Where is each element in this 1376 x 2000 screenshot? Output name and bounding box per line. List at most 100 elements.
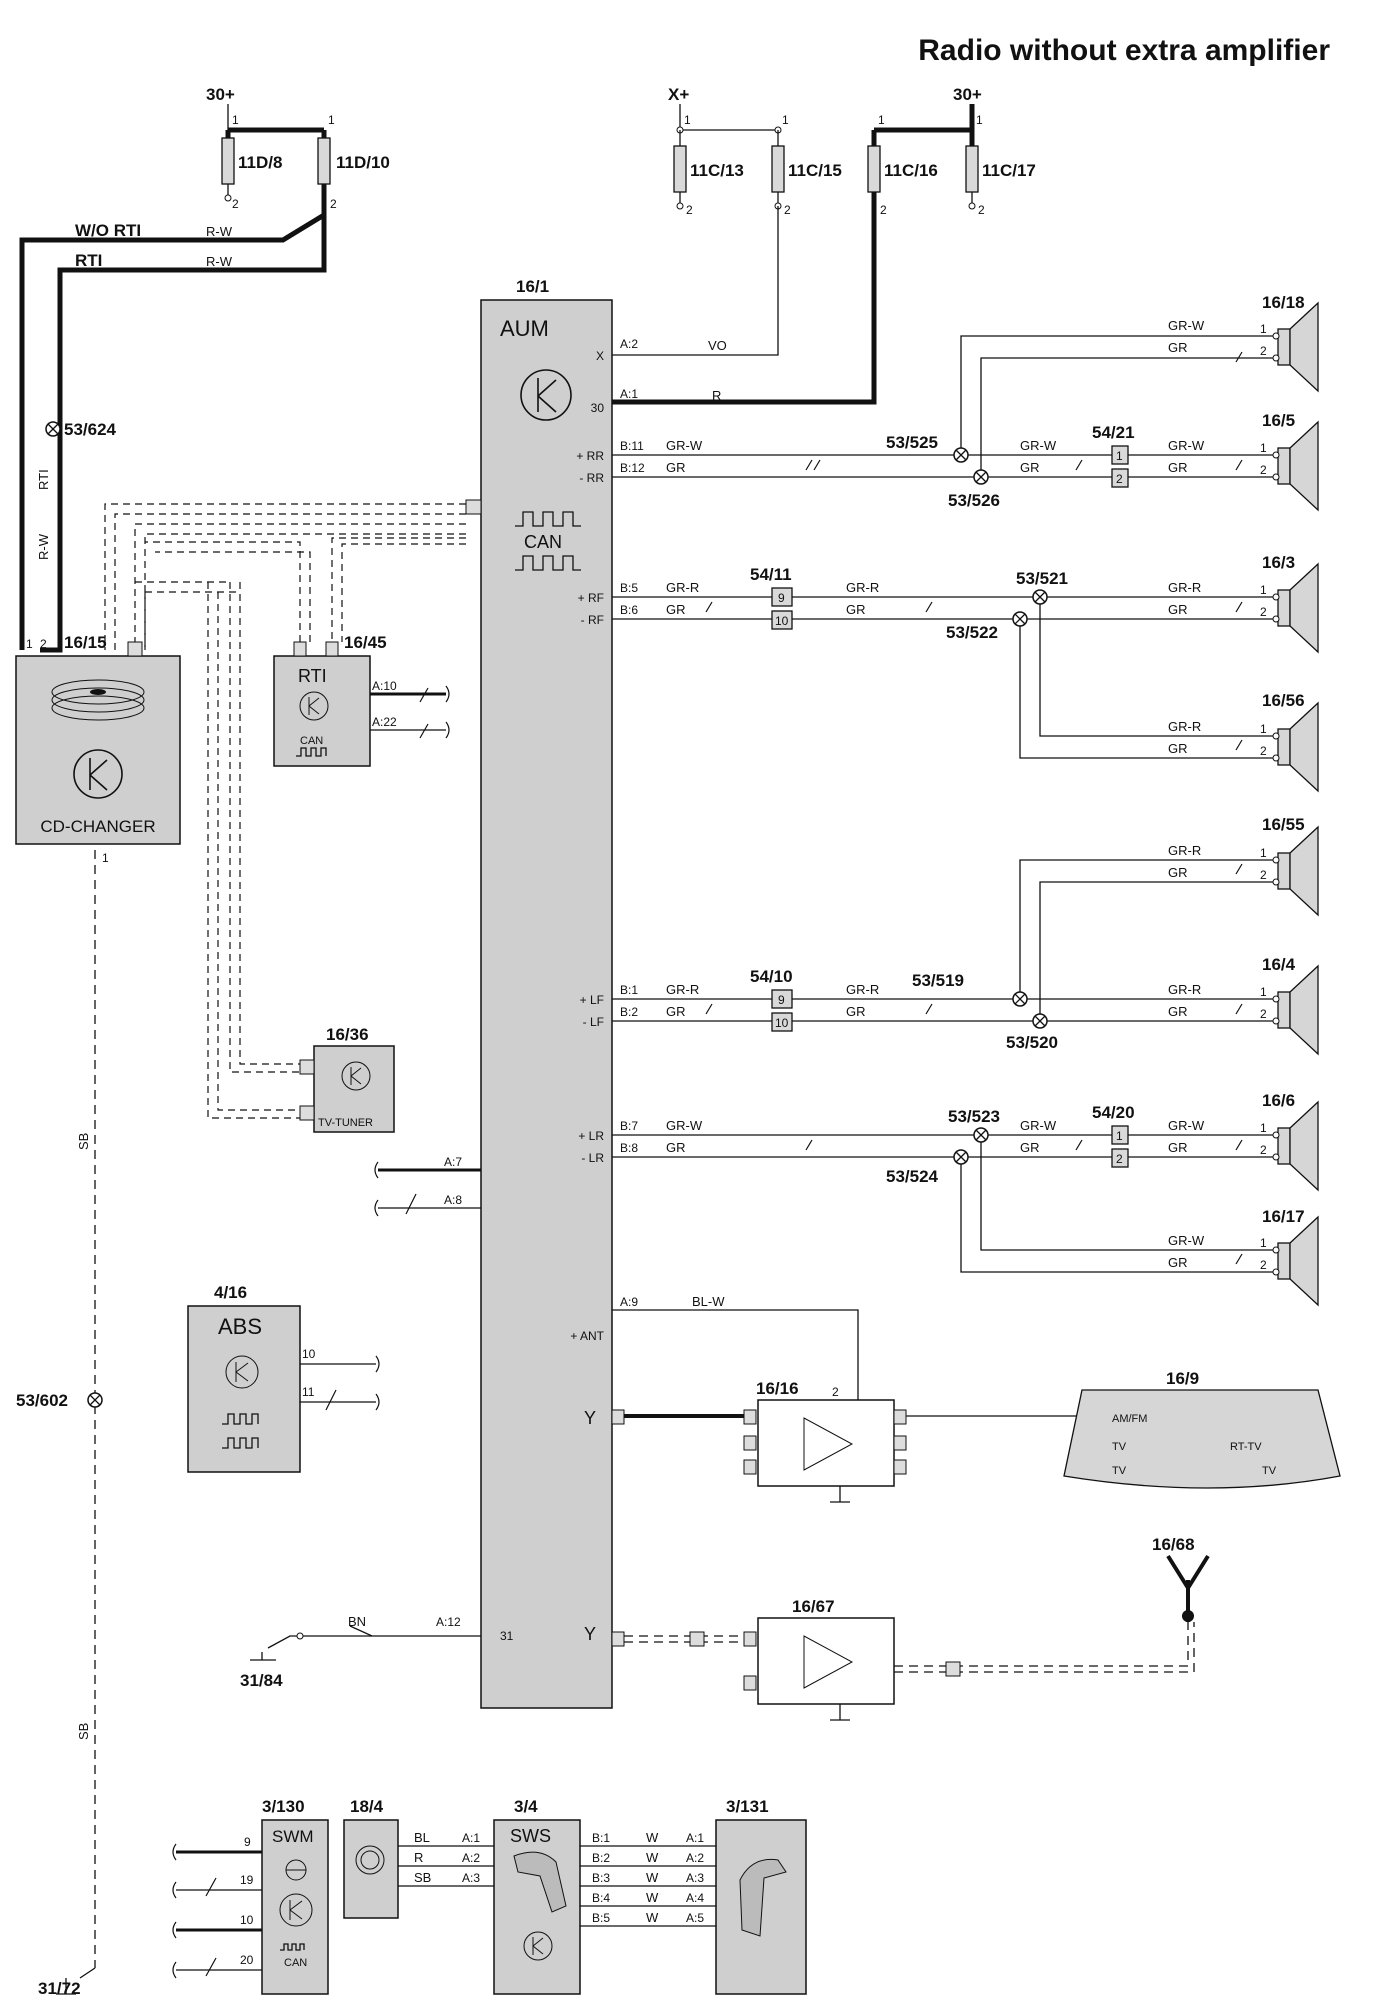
conn-pin: 10 xyxy=(775,614,789,628)
supply-left: 30+ 1 1 2 2 11D/8 11D/10 xyxy=(206,85,390,211)
term-prf: + RF xyxy=(578,591,604,605)
pin-a8: A:8 xyxy=(444,1193,462,1207)
sws-ref: 3/4 xyxy=(514,1797,538,1816)
pin-b11: B:11 xyxy=(620,439,644,453)
fuse-11c16-label: 11C/16 xyxy=(884,161,938,180)
wire-gr: GR xyxy=(1168,1255,1188,1270)
rti-can-label: CAN xyxy=(300,735,323,747)
speaker-16-6-label: 16/6 xyxy=(1262,1091,1295,1110)
speaker-icon: 12 xyxy=(1260,701,1319,793)
wire-gr-w: GR-W xyxy=(1168,438,1205,453)
wire-w: W xyxy=(646,1830,659,1845)
fuse-11c17 xyxy=(965,145,979,193)
antenna-rt-tv: RT-TV xyxy=(1230,1441,1262,1453)
aum-label: AUM xyxy=(500,316,549,341)
speaker-pin: 1 xyxy=(1260,1121,1267,1135)
conn-pin: 1 xyxy=(1116,449,1123,463)
fuse-pin: 2 xyxy=(330,197,337,211)
swm-pin-9: 9 xyxy=(244,1835,251,1849)
tv-tuner-ref: 16/36 xyxy=(326,1025,369,1044)
amp-16-67-ref: 16/67 xyxy=(792,1597,835,1616)
wire-w: W xyxy=(646,1910,659,1925)
wire-gr: GR xyxy=(1168,340,1188,355)
cd-pin: 1 xyxy=(102,851,109,865)
pin-a7: A:7 xyxy=(444,1155,462,1169)
fuse-pin: 1 xyxy=(976,113,983,127)
sws-pin-b2: B:2 xyxy=(592,1851,610,1865)
antenna-amp-1: 2 16/16 16/9 AM/FM TV TV RT-TV TV xyxy=(611,1309,1341,1503)
supply-30-left-label: 30+ xyxy=(206,85,235,104)
splice-53-525-label: 53/525 xyxy=(886,433,938,452)
connector-54-20-pin1 xyxy=(1111,1125,1129,1145)
splice-point xyxy=(1032,1013,1048,1029)
speaker-icon: 12 xyxy=(1260,420,1319,512)
sws-pin-a3: A:3 xyxy=(462,1871,480,1885)
fuse-pin: 2 xyxy=(784,203,791,217)
speaker-icon: 12 xyxy=(1260,1100,1319,1192)
splice-markers xyxy=(953,447,1048,1165)
speaker-16-56-label: 16/56 xyxy=(1262,691,1305,710)
speaker-pin: 2 xyxy=(1260,463,1267,477)
antenna-amp-2: 31/84 16/67 16/68 xyxy=(240,1535,1210,1721)
speaker-icon: 12 xyxy=(1260,825,1319,917)
wire-gr: GR xyxy=(1168,741,1188,756)
speakers: 16/18 16/5 16/3 16/56 16/55 16/4 16/6 16… xyxy=(1260,293,1319,1307)
rti-ref: 16/45 xyxy=(344,633,387,652)
abs-body xyxy=(187,1305,301,1473)
connector-54-21-pin2 xyxy=(1111,468,1129,488)
wire-sb: SB xyxy=(76,1723,91,1740)
wire-rw: R-W xyxy=(206,254,233,269)
abs-pin-11: 11 xyxy=(302,1385,315,1399)
aum-a7-a8-stubs xyxy=(374,1161,481,1217)
swm-pin-10: 10 xyxy=(240,1913,254,1927)
speaker-pin: 2 xyxy=(1260,1007,1267,1021)
antenna-tv-right: TV xyxy=(1262,1465,1277,1477)
cd-changer-supply: W/O RTI RTI R-W R-W 53/624 RTI R-W xyxy=(19,196,327,653)
connector-54-10-pin10 xyxy=(771,1012,793,1032)
sws-pin-b4: B:4 xyxy=(592,1891,610,1905)
wire-gr-r: GR-R xyxy=(846,580,879,595)
wire-gr: GR xyxy=(1168,460,1188,475)
wire-bn: BN xyxy=(348,1614,366,1629)
antenna-socket-icon: Y xyxy=(584,1624,596,1644)
fuse-11c15 xyxy=(771,145,785,193)
swm-pin-19: 19 xyxy=(240,1873,254,1887)
wire-gr: GR xyxy=(1168,1004,1188,1019)
rti-label: RTI xyxy=(75,251,102,270)
wire-gr: GR xyxy=(1020,1140,1040,1155)
wire-gr: GR xyxy=(1168,602,1188,617)
wire-gr-w: GR-W xyxy=(1168,1118,1205,1133)
antenna-16-68-ref: 16/68 xyxy=(1152,1535,1195,1554)
term-plf: + LF xyxy=(580,993,604,1007)
wire-w: W xyxy=(646,1850,659,1865)
speaker-16-17-label: 16/17 xyxy=(1262,1207,1305,1226)
diagram-title: Radio without extra amplifier xyxy=(918,34,1330,67)
rear-right-wiring: GR-W GR GR-W GR GR-W GR GR-W GR 53/525 5… xyxy=(612,318,1278,510)
wire-vo: VO xyxy=(708,338,727,353)
term-x: X xyxy=(596,349,604,363)
tv-tuner-body xyxy=(313,1045,395,1133)
wire-w: W xyxy=(646,1870,659,1885)
pin-a9: A:9 xyxy=(620,1295,638,1309)
aum-can-label: CAN xyxy=(524,532,562,552)
wire-gr-w: GR-W xyxy=(1168,1233,1205,1248)
wire-gr: GR xyxy=(666,602,686,617)
swm-pin-20: 20 xyxy=(240,1953,254,1967)
speaker-pin: 2 xyxy=(1260,1143,1267,1157)
wire-gr: GR xyxy=(846,602,866,617)
fuse-11c16 xyxy=(867,145,881,193)
wire-bl: BL xyxy=(414,1830,430,1845)
splice-53-523-label: 53/523 xyxy=(948,1107,1000,1126)
wo-rti-label: W/O RTI xyxy=(75,221,141,240)
wire-gr-w: GR-W xyxy=(666,1118,703,1133)
sws-pin-a5: A:5 xyxy=(686,1911,704,1925)
fuse-11d10-label: 11D/10 xyxy=(336,153,390,172)
pin-b1: B:1 xyxy=(620,983,638,997)
sws-pin-b5: B:5 xyxy=(592,1911,610,1925)
connector-54-21-pin1 xyxy=(1111,445,1129,465)
speaker-icon: 12 xyxy=(1260,964,1319,1056)
pin-a22: A:22 xyxy=(372,715,397,729)
sws-pin-b1: B:1 xyxy=(592,1831,610,1845)
cd-changer-ref: 16/15 xyxy=(64,633,107,652)
conn-pin: 2 xyxy=(1116,472,1123,486)
